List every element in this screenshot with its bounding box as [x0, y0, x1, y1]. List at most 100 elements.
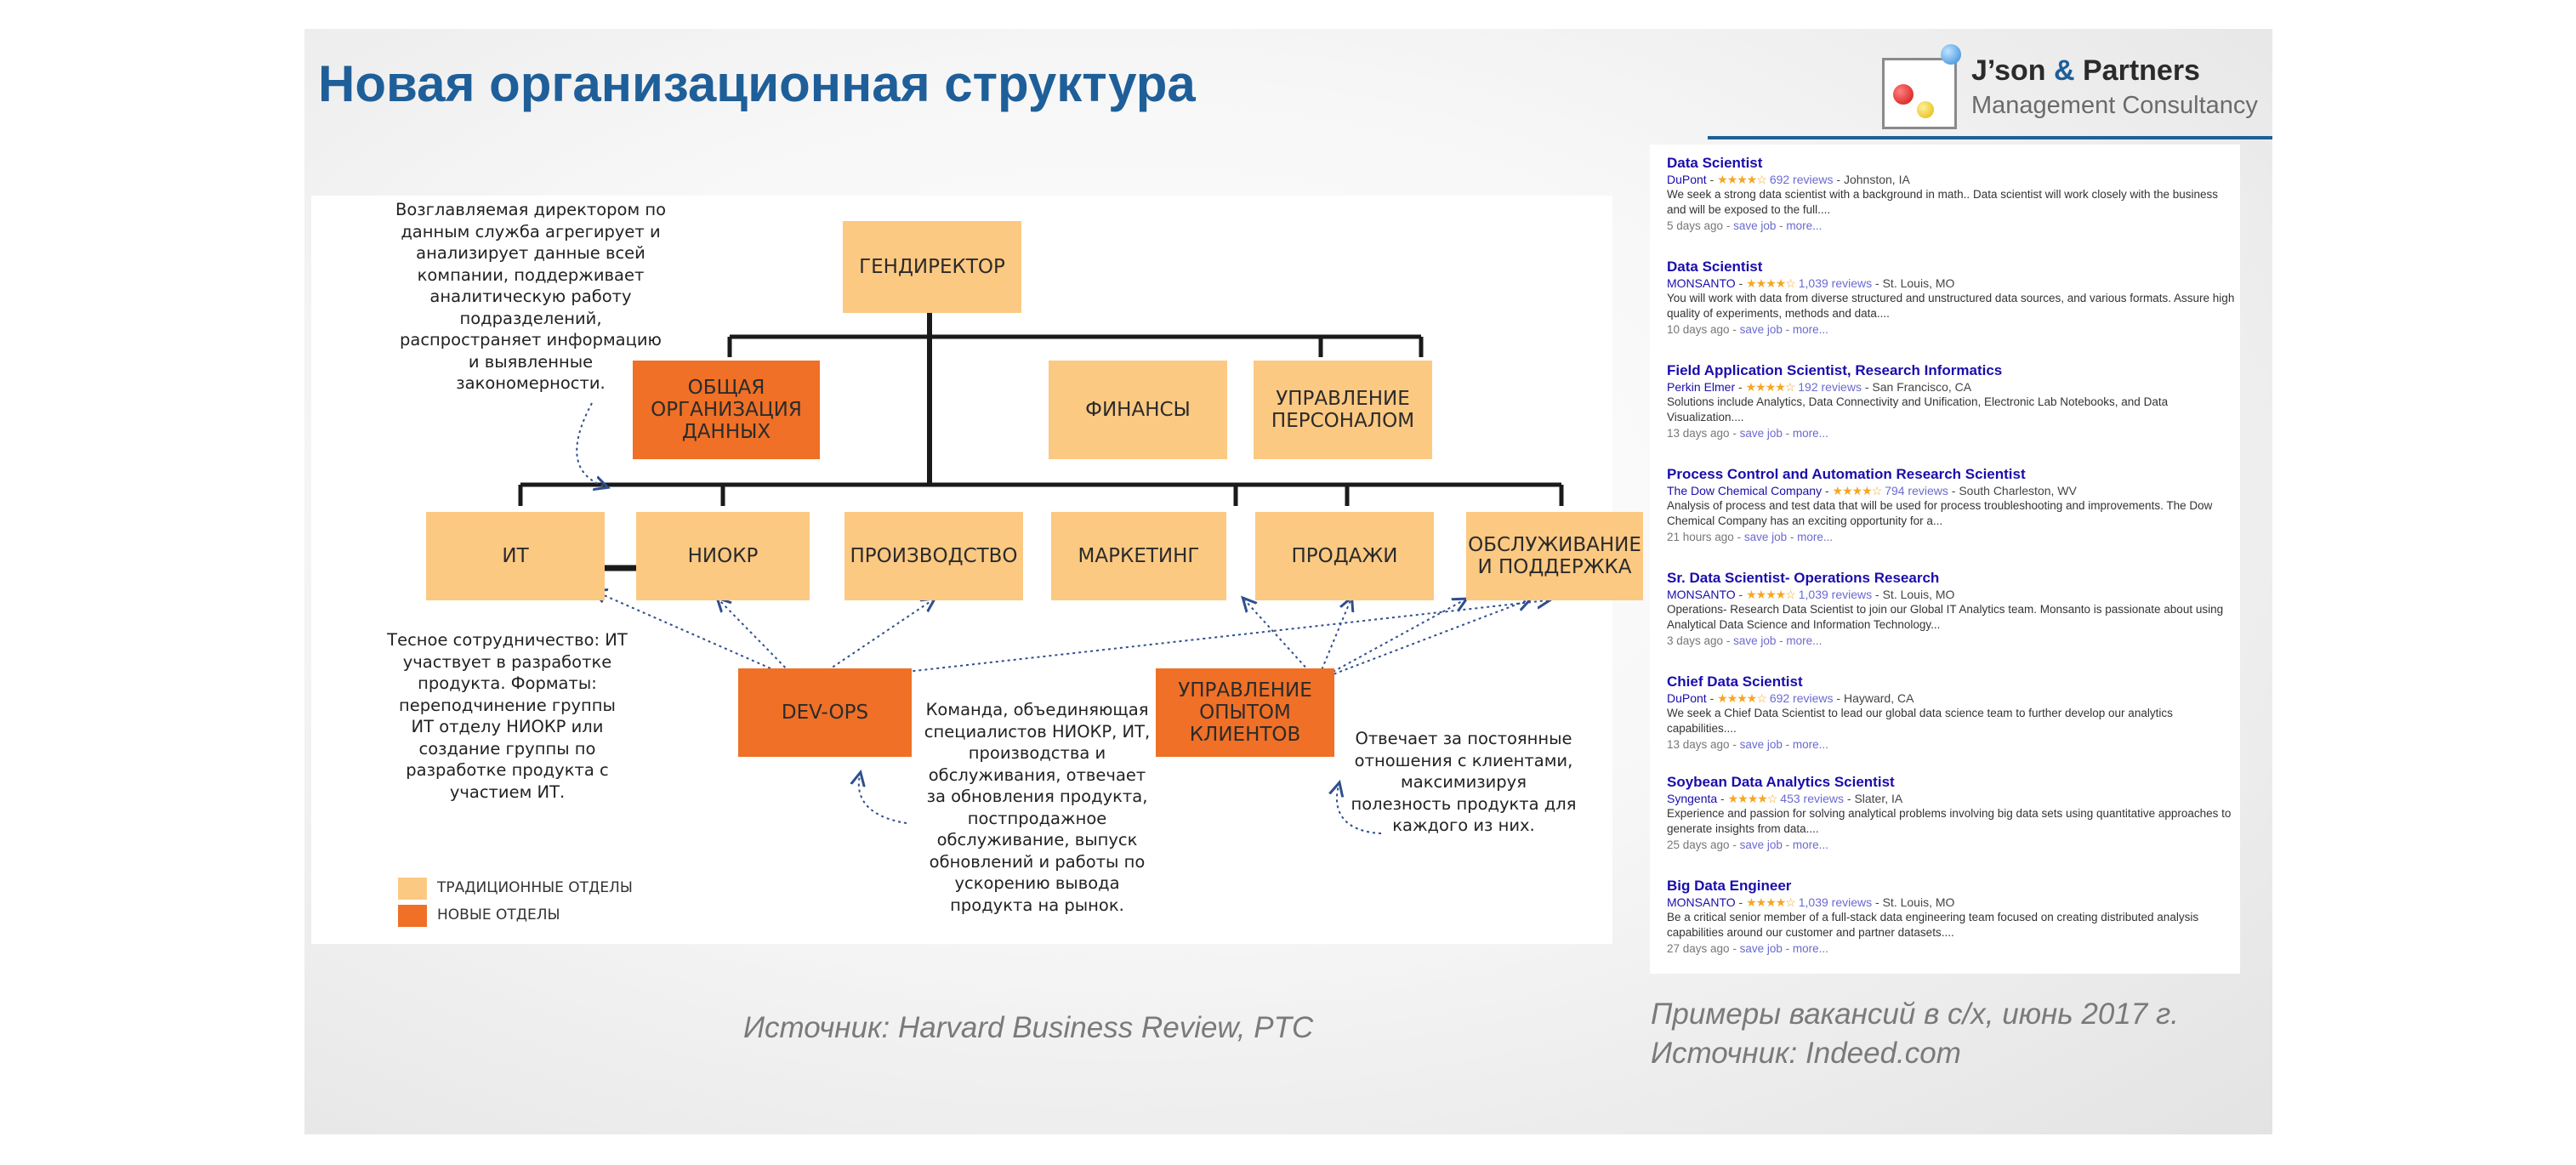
org-box-devops: DEV-OPS — [738, 668, 912, 757]
legend-new-label: НОВЫЕ ОТДЕЛЫ — [437, 906, 560, 923]
job-company-link[interactable]: The Dow Chemical Company — [1667, 484, 1823, 497]
org-box-rnd: НИОКР — [636, 512, 810, 600]
org-box-data-org: ОБЩАЯ ОРГАНИЗАЦИЯ ДАННЫХ — [633, 361, 820, 459]
rating-stars-icon: ★★★★☆ — [1717, 691, 1767, 705]
job-reviews-link[interactable]: 192 reviews — [1798, 380, 1862, 394]
job-location: St. Louis, MO — [1882, 276, 1955, 290]
save-job-link[interactable]: save job — [1733, 219, 1777, 232]
job-meta: MONSANTO - ★★★★☆ 1,039 reviews - St. Lou… — [1667, 895, 1955, 909]
job-description: Experience and passion for solving analy… — [1667, 807, 2232, 835]
job-company-link[interactable]: DuPont — [1667, 691, 1707, 705]
job-company-link[interactable]: MONSANTO — [1667, 276, 1736, 290]
job-meta: MONSANTO - ★★★★☆ 1,039 reviews - St. Lou… — [1667, 276, 1955, 290]
job-reviews-link[interactable]: 1,039 reviews — [1798, 276, 1873, 290]
job-company-link[interactable]: Perkin Elmer — [1667, 380, 1736, 394]
more-link[interactable]: more... — [1786, 219, 1823, 232]
job-age: 10 days ago — [1667, 323, 1730, 336]
job-company-link[interactable]: MONSANTO — [1667, 895, 1736, 909]
job-description: We seek a strong data scientist with a b… — [1667, 188, 2219, 216]
rating-stars-icon: ★★★★☆ — [1832, 484, 1883, 497]
rating-stars-icon: ★★★★☆ — [1746, 276, 1796, 290]
job-company-link[interactable]: DuPont — [1667, 173, 1707, 186]
more-link[interactable]: more... — [1792, 838, 1828, 851]
note-cx: Отвечает за постоянные отношения с клиен… — [1351, 729, 1577, 835]
org-box-ceo: ГЕНДИРЕКТОР — [843, 221, 1021, 313]
more-link[interactable]: more... — [1786, 634, 1823, 647]
logo-divider — [1708, 136, 2272, 139]
save-job-link[interactable]: save job — [1743, 531, 1788, 543]
job-title-link[interactable]: Field Application Scientist, Research In… — [1667, 362, 2003, 378]
job-meta: The Dow Chemical Company - ★★★★☆ 794 rev… — [1667, 484, 2077, 497]
job-company-link[interactable]: MONSANTO — [1667, 588, 1736, 601]
job-footer: 25 days ago - save job - more... — [1667, 838, 1828, 851]
job-title-link[interactable]: Big Data Engineer — [1667, 878, 1792, 894]
logo-blue-ball — [1941, 44, 1961, 65]
job-age: 25 days ago — [1667, 838, 1730, 851]
more-link[interactable]: more... — [1797, 531, 1834, 543]
job-reviews-link[interactable]: 1,039 reviews — [1798, 588, 1873, 601]
legend-new-swatch — [398, 905, 427, 927]
job-reviews-link[interactable]: 794 reviews — [1885, 484, 1948, 497]
org-box-marketing: МАРКЕТИНГ — [1051, 512, 1226, 600]
org-box-service: ОБСЛУЖИВАНИЕ И ПОДДЕРЖКА — [1466, 512, 1643, 600]
more-link[interactable]: more... — [1792, 942, 1828, 955]
job-meta: Syngenta - ★★★★☆ 453 reviews - Slater, I… — [1667, 792, 1903, 805]
logo-subtitle: Management Consultancy — [1971, 92, 2258, 119]
job-title-link[interactable]: Data Scientist — [1667, 259, 1763, 275]
job-meta: DuPont - ★★★★☆ 692 reviews - Johnston, I… — [1667, 173, 1910, 186]
org-box-it: ИТ — [426, 512, 605, 600]
job-description: Solutions include Analytics, Data Connec… — [1667, 395, 2169, 423]
job-title-link[interactable]: Soybean Data Analytics Scientist — [1667, 774, 1895, 790]
job-footer: 13 days ago - save job - more... — [1667, 427, 1828, 440]
job-age: 13 days ago — [1667, 738, 1730, 751]
job-reviews-link[interactable]: 692 reviews — [1769, 691, 1834, 705]
job-description: Be a critical senior member of a full-st… — [1667, 911, 2199, 939]
source-right-line1: Примеры вакансий в с/х, июнь 2017 г. — [1651, 997, 2179, 1031]
rating-stars-icon: ★★★★☆ — [1717, 173, 1767, 186]
legend-traditional-swatch — [398, 878, 427, 900]
job-location: Slater, IA — [1854, 792, 1903, 805]
job-title-link[interactable]: Process Control and Automation Research … — [1667, 466, 2026, 482]
more-link[interactable]: more... — [1792, 738, 1828, 751]
job-reviews-link[interactable]: 453 reviews — [1780, 792, 1844, 805]
job-footer: 13 days ago - save job - more... — [1667, 738, 1828, 751]
save-job-link[interactable]: save job — [1739, 323, 1783, 336]
job-footer: 3 days ago - save job - more... — [1667, 634, 1823, 647]
note-data-service: Возглавляемая директором по данным служб… — [395, 200, 667, 393]
job-location: South Charleston, WV — [1959, 484, 2077, 497]
logo-name: J’son & Partners — [1971, 54, 2200, 87]
job-listing: Field Application Scientist, Research In… — [1667, 362, 2235, 441]
logo-red-ball — [1893, 84, 1914, 105]
job-company-link[interactable]: Syngenta — [1667, 792, 1718, 805]
save-job-link[interactable]: save job — [1739, 427, 1783, 440]
job-description: We seek a Chief Data Scientist to lead o… — [1667, 707, 2173, 735]
rating-stars-icon: ★★★★☆ — [1746, 895, 1796, 909]
job-title-link[interactable]: Data Scientist — [1667, 155, 1763, 171]
job-footer: 10 days ago - save job - more... — [1667, 323, 1828, 336]
note-it-rnd: Тесное сотрудничество: ИТ участвует в ра… — [387, 630, 628, 802]
job-age: 21 hours ago — [1667, 531, 1734, 543]
job-reviews-link[interactable]: 692 reviews — [1769, 173, 1834, 186]
job-description: Operations- Research Data Scientist to j… — [1667, 603, 2224, 631]
save-job-link[interactable]: save job — [1739, 738, 1783, 751]
job-meta: Perkin Elmer - ★★★★☆ 192 reviews - San F… — [1667, 380, 1972, 394]
rating-stars-icon: ★★★★☆ — [1746, 588, 1796, 601]
more-link[interactable]: more... — [1792, 323, 1828, 336]
job-title-link[interactable]: Chief Data Scientist — [1667, 673, 1803, 690]
job-description: Analysis of process and test data that w… — [1667, 499, 2213, 527]
job-location: San Francisco, CA — [1872, 380, 1972, 394]
save-job-link[interactable]: save job — [1739, 838, 1783, 851]
save-job-link[interactable]: save job — [1739, 942, 1783, 955]
rating-stars-icon: ★★★★☆ — [1727, 792, 1778, 805]
job-location: St. Louis, MO — [1882, 895, 1955, 909]
org-box-sales: ПРОДАЖИ — [1255, 512, 1434, 600]
save-job-link[interactable]: save job — [1733, 634, 1777, 647]
job-title-link[interactable]: Sr. Data Scientist- Operations Research — [1667, 570, 1940, 586]
more-link[interactable]: more... — [1792, 427, 1828, 440]
job-reviews-link[interactable]: 1,039 reviews — [1798, 895, 1873, 909]
